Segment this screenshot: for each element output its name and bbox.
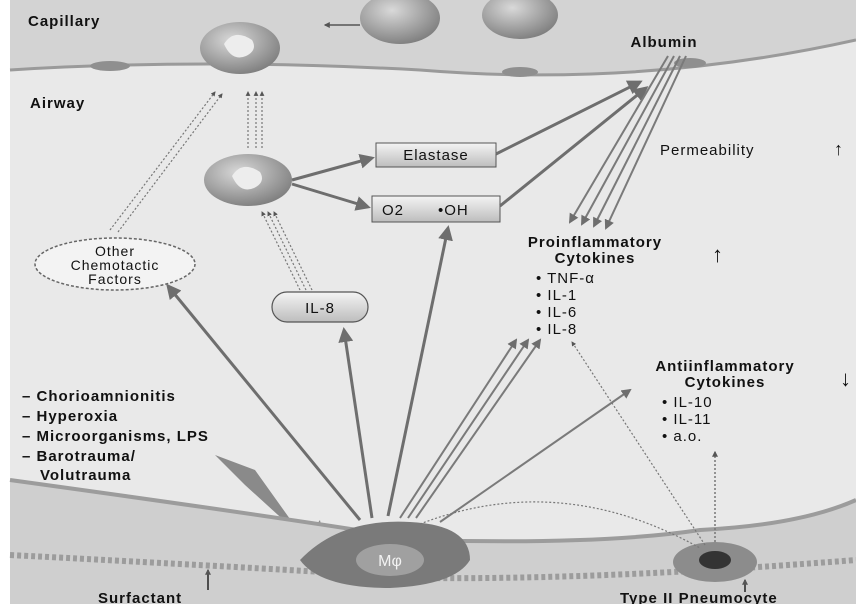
radicals-to-albumin [499, 86, 649, 208]
antiinflammatory-title-1: Antiinflammatory [655, 358, 794, 375]
type2-nucleus [699, 551, 731, 569]
trigger-item: – Microorganisms, LPS [22, 428, 209, 445]
macrophage-nucleus [356, 544, 424, 576]
macrophage-label: Mφ [378, 553, 402, 570]
antiinflammatory-item: • IL-11 [662, 411, 712, 428]
other-chemotactic-factors [34, 237, 196, 291]
oxygen-label: O2 [382, 202, 404, 219]
airway-label: Airway [30, 95, 85, 112]
arrow-to-radicals [291, 182, 371, 211]
proinflammatory-item: • TNF-α [536, 270, 595, 287]
trigger-item: Volutrauma [40, 467, 131, 484]
capillary-label: Capillary [28, 13, 100, 30]
proinflammatory-item: • IL-8 [536, 321, 577, 338]
neutrophil-nucleus [232, 166, 262, 190]
albumin-leak-arrows [568, 55, 687, 230]
radicals-box [371, 195, 501, 223]
neutrophil-nucleus [224, 34, 254, 58]
il8-box [271, 291, 369, 323]
alveolar-epithelium [9, 478, 856, 544]
antiinflammatory-down-icon: ↓ [840, 366, 851, 391]
other-factors-line2: Chemotactic [71, 257, 160, 273]
migration-arrows [109, 91, 313, 291]
endothelial-nucleus [502, 67, 538, 77]
permeability-up-icon: ↑ [834, 139, 843, 159]
hydroxyl-label: •OH [438, 202, 469, 219]
albumin-label: Albumin [631, 34, 698, 51]
proinflammatory-item: • IL-6 [536, 304, 577, 321]
arrow-to-elastase [291, 153, 375, 182]
proinflammatory-title-1: Proinflammatory [528, 234, 662, 251]
endothelial-nucleus [90, 61, 130, 71]
type2-to-proinflammatory [571, 341, 706, 546]
elastase-label: Elastase [403, 147, 469, 164]
circulating-cell [482, 0, 558, 39]
antiinflammatory-item: • IL-10 [662, 394, 713, 411]
type2-label: Type II Pneumocyte [620, 590, 778, 604]
other-factors-line3: Factors [88, 271, 142, 287]
trigger-item: – Chorioamnionitis [22, 388, 176, 405]
macrophage-output-arrows [166, 225, 453, 521]
circulating-cell [360, 0, 440, 44]
trigger-item: – Barotrauma/ [22, 448, 136, 465]
other-factors-line1: Other [95, 243, 135, 259]
elastase-to-albumin [495, 80, 643, 156]
proinflammatory-up-icon: ↑ [712, 242, 723, 267]
il8-label: IL-8 [305, 300, 335, 317]
permeability-label: Permeability [660, 142, 755, 159]
trigger-item: – Hyperoxia [22, 408, 118, 425]
white-left-margin [0, 0, 10, 604]
antiinflammatory-item: • a.o. [662, 428, 702, 445]
macrophage-cytokine-arrows [399, 338, 632, 523]
proinflammatory-title-2: Cytokines [555, 250, 636, 267]
surfactant-label: Surfactant [98, 590, 182, 604]
proinflammatory-item: • IL-1 [536, 287, 577, 304]
antiinflammatory-title-2: Cytokines [685, 374, 766, 391]
elastase-box [375, 142, 497, 168]
capillary-endothelium [9, 38, 856, 77]
